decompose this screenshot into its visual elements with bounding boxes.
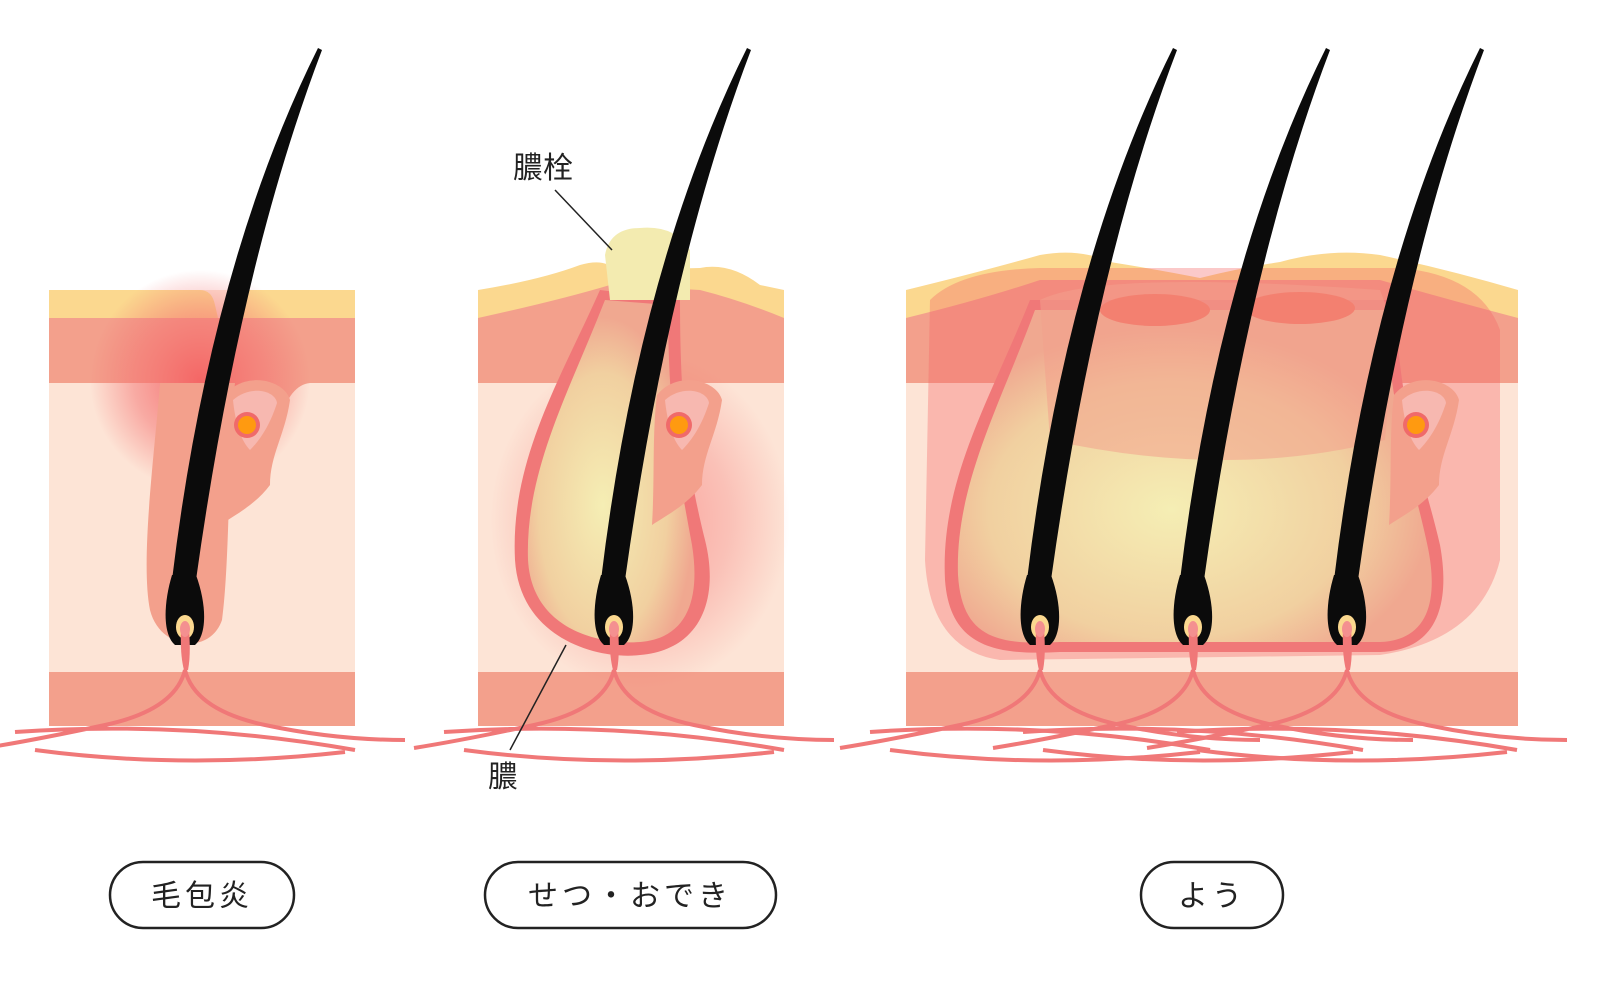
label-furuncle: せつ・おでき bbox=[483, 860, 778, 930]
label-carbuncle-text: よう bbox=[1178, 879, 1246, 914]
label-folliculitis-text: 毛包炎 bbox=[151, 879, 253, 914]
pus-leader bbox=[509, 644, 567, 751]
panel-carbuncle bbox=[838, 48, 1569, 763]
label-furuncle-text: せつ・おでき bbox=[528, 879, 732, 914]
label-folliculitis: 毛包炎 bbox=[108, 860, 296, 930]
panel-folliculitis bbox=[0, 48, 407, 763]
panel-furuncle: 膿栓 膿 bbox=[412, 48, 836, 795]
pus-label: 膿 bbox=[488, 760, 518, 795]
pus-plug-leader bbox=[554, 189, 613, 251]
pus-plug-label: 膿栓 bbox=[513, 151, 573, 186]
label-carbuncle: よう bbox=[1139, 860, 1285, 930]
